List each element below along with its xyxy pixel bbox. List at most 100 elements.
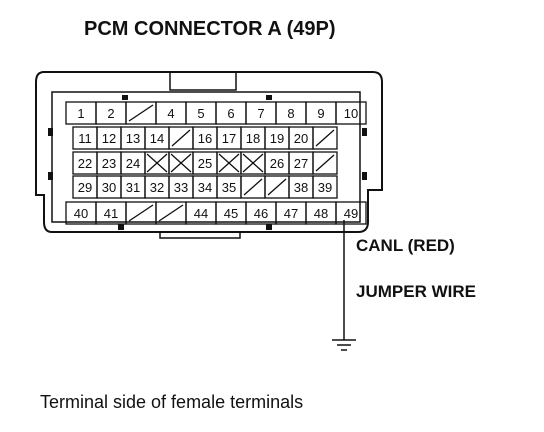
pin-number: 11 <box>78 131 92 146</box>
pin-cell: 35 <box>216 175 242 199</box>
pin-cell: 14 <box>144 126 170 150</box>
pin-number: 32 <box>150 180 164 195</box>
empty-slot-mark <box>128 204 154 222</box>
pin-number: 40 <box>74 206 88 221</box>
blocked-slot-mark <box>218 153 240 173</box>
pin-cell: 23 <box>96 151 122 175</box>
jumper-label: JUMPER WIRE <box>356 282 476 301</box>
pin-number: 41 <box>104 206 118 221</box>
blocked-slot-mark <box>242 153 264 173</box>
wire-label: CANL (RED) <box>356 236 455 255</box>
pin-number: 8 <box>287 106 294 121</box>
pin-cell: 6 <box>215 101 247 125</box>
pin-cell: 30 <box>96 175 122 199</box>
pin-number: 45 <box>224 206 238 221</box>
pin-number: 17 <box>222 131 236 146</box>
pin-cell: 25 <box>192 151 218 175</box>
pin-cell: 2 <box>95 101 127 125</box>
empty-slot-mark <box>315 129 335 147</box>
pin-number: 6 <box>227 106 234 121</box>
pin-number: 30 <box>102 180 116 195</box>
pin-cell: 31 <box>120 175 146 199</box>
pin-number: 39 <box>318 180 332 195</box>
pin-cell: 10 <box>335 101 367 125</box>
pin-cell: 49 <box>335 201 367 225</box>
pin-cell: 16 <box>192 126 218 150</box>
pin-cell: 13 <box>120 126 146 150</box>
pin-cell: 12 <box>96 126 122 150</box>
pin-cell: 9 <box>305 101 337 125</box>
connector-bottom-key <box>159 232 241 239</box>
pin-cell <box>240 151 266 175</box>
pin-number: 7 <box>257 106 264 121</box>
pin-cell: 39 <box>312 175 338 199</box>
pin-number: 35 <box>222 180 236 195</box>
pin-number: 29 <box>78 180 92 195</box>
pin-number: 19 <box>270 131 284 146</box>
pin-number: 22 <box>78 156 92 171</box>
pin-cell: 8 <box>275 101 307 125</box>
empty-slot-mark <box>243 178 263 196</box>
pin-number: 34 <box>198 180 212 195</box>
pin-number: 9 <box>317 106 324 121</box>
blocked-slot-mark <box>146 153 168 173</box>
pin-cell: 19 <box>264 126 290 150</box>
pin-cell <box>312 126 338 150</box>
pin-cell: 5 <box>185 101 217 125</box>
pin-number: 18 <box>246 131 260 146</box>
pin-number: 24 <box>126 156 140 171</box>
pin-cell: 33 <box>168 175 194 199</box>
pin-number: 5 <box>197 106 204 121</box>
caption: Terminal side of female terminals <box>40 392 304 412</box>
pin-cell: 1 <box>65 101 97 125</box>
pin-cell: 47 <box>275 201 307 225</box>
ground-icon <box>332 339 356 351</box>
pin-number: 48 <box>314 206 328 221</box>
pin-cell: 29 <box>72 175 98 199</box>
empty-slot-mark <box>171 129 191 147</box>
pin-cell: 40 <box>65 201 97 225</box>
pin-cell: 38 <box>288 175 314 199</box>
pin-number: 49 <box>344 206 358 221</box>
pin-number: 20 <box>294 131 308 146</box>
pin-number: 23 <box>102 156 116 171</box>
pin-number: 12 <box>102 131 116 146</box>
pin-cell: 4 <box>155 101 187 125</box>
pin-number: 26 <box>270 156 284 171</box>
pin-cell <box>264 175 290 199</box>
pin-number: 16 <box>198 131 212 146</box>
pin-cell: 20 <box>288 126 314 150</box>
pin-cell: 11 <box>72 126 98 150</box>
blocked-slot-mark <box>170 153 192 173</box>
pin-number: 14 <box>150 131 164 146</box>
pin-cell <box>144 151 170 175</box>
pin-number: 4 <box>167 106 174 121</box>
pin-cell: 34 <box>192 175 218 199</box>
pin-cell: 44 <box>185 201 217 225</box>
pin-cell <box>125 201 157 225</box>
pin-cell: 45 <box>215 201 247 225</box>
empty-slot-mark <box>267 178 287 196</box>
empty-slot-mark <box>315 154 335 172</box>
pin-number: 46 <box>254 206 268 221</box>
empty-slot-mark <box>158 204 184 222</box>
pin-number: 10 <box>344 106 358 121</box>
pin-number: 27 <box>294 156 308 171</box>
pin-number: 31 <box>126 180 140 195</box>
pin-cell: 41 <box>95 201 127 225</box>
pin-cell: 17 <box>216 126 242 150</box>
pin-cell <box>312 151 338 175</box>
connector-side-tabs <box>48 95 367 230</box>
pin-number: 44 <box>194 206 208 221</box>
pin-cell: 26 <box>264 151 290 175</box>
pin-cell <box>155 201 187 225</box>
pin-number: 13 <box>126 131 140 146</box>
pin-cell <box>168 126 194 150</box>
pin-number: 2 <box>107 106 114 121</box>
pin-number: 25 <box>198 156 212 171</box>
connector-latch <box>169 71 237 91</box>
pin-cell: 24 <box>120 151 146 175</box>
pin-cell: 27 <box>288 151 314 175</box>
pin-number: 47 <box>284 206 298 221</box>
